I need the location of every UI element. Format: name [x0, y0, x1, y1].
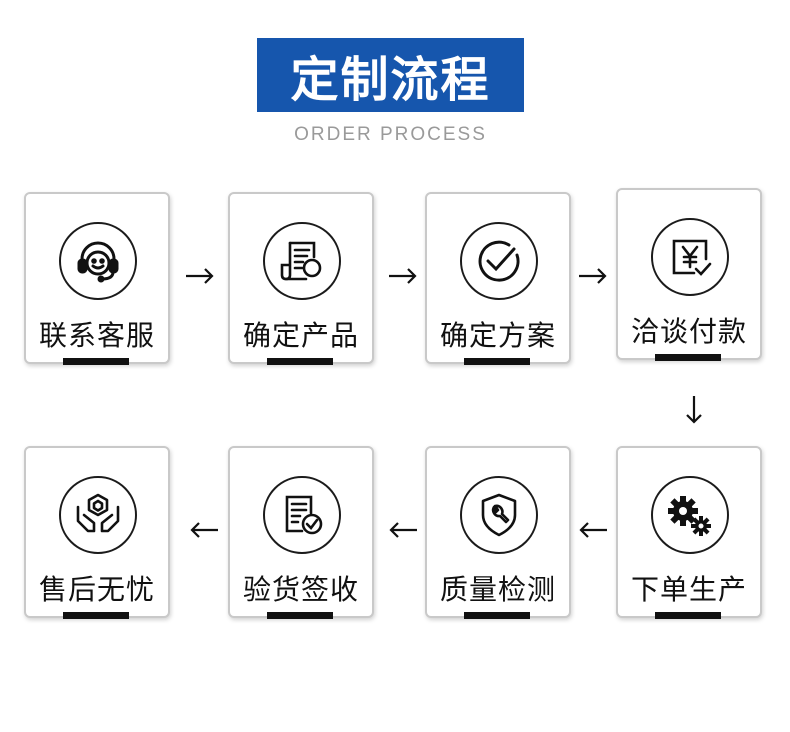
step-underline [63, 612, 129, 619]
step-card-confirm-product: 确定产品 [228, 192, 374, 365]
step-underline [267, 358, 333, 365]
step-underline [63, 358, 129, 365]
step-card-inspection-signoff: 验货签收 [228, 446, 374, 619]
document-check-icon [263, 476, 341, 554]
arrow-down-icon [676, 392, 712, 428]
step-underline [464, 358, 530, 365]
shield-wrench-icon [460, 476, 538, 554]
arrow-left-icon [186, 512, 222, 548]
step-label: 确定方案 [439, 319, 556, 352]
arrow-right-icon [575, 258, 611, 294]
gears-icon [651, 476, 729, 554]
step-card-quality-check: 质量检测 [425, 446, 571, 619]
step-underline [464, 612, 530, 619]
step-label: 验货签收 [242, 573, 359, 606]
step-card-confirm-plan: 确定方案 [425, 192, 571, 365]
hands-hexagon-icon [59, 476, 137, 554]
step-underline [267, 612, 333, 619]
step-card-after-sales: 售后无忧 [24, 446, 170, 619]
arrow-right-icon [182, 258, 218, 294]
yuan-payment-icon [651, 218, 729, 296]
document-magnifier-icon [263, 222, 341, 300]
headset-icon [59, 222, 137, 300]
step-label: 售后无忧 [38, 573, 155, 606]
step-label: 质量检测 [439, 573, 556, 606]
step-card-payment: 洽谈付款 [616, 188, 762, 361]
checkmark-icon [460, 222, 538, 300]
step-label: 下单生产 [630, 573, 747, 606]
page-title: 定制流程 [257, 38, 524, 116]
arrow-left-icon [385, 512, 421, 548]
arrow-left-icon [575, 512, 611, 548]
step-label: 联系客服 [38, 319, 155, 352]
step-underline [655, 612, 721, 619]
step-card-contact-service: 联系客服 [24, 192, 170, 365]
step-label: 洽谈付款 [630, 315, 747, 348]
step-underline [655, 354, 721, 361]
step-card-production: 下单生产 [616, 446, 762, 619]
step-label: 确定产品 [242, 319, 359, 352]
arrow-right-icon [385, 258, 421, 294]
page-subtitle: ORDER PROCESS [294, 124, 487, 145]
